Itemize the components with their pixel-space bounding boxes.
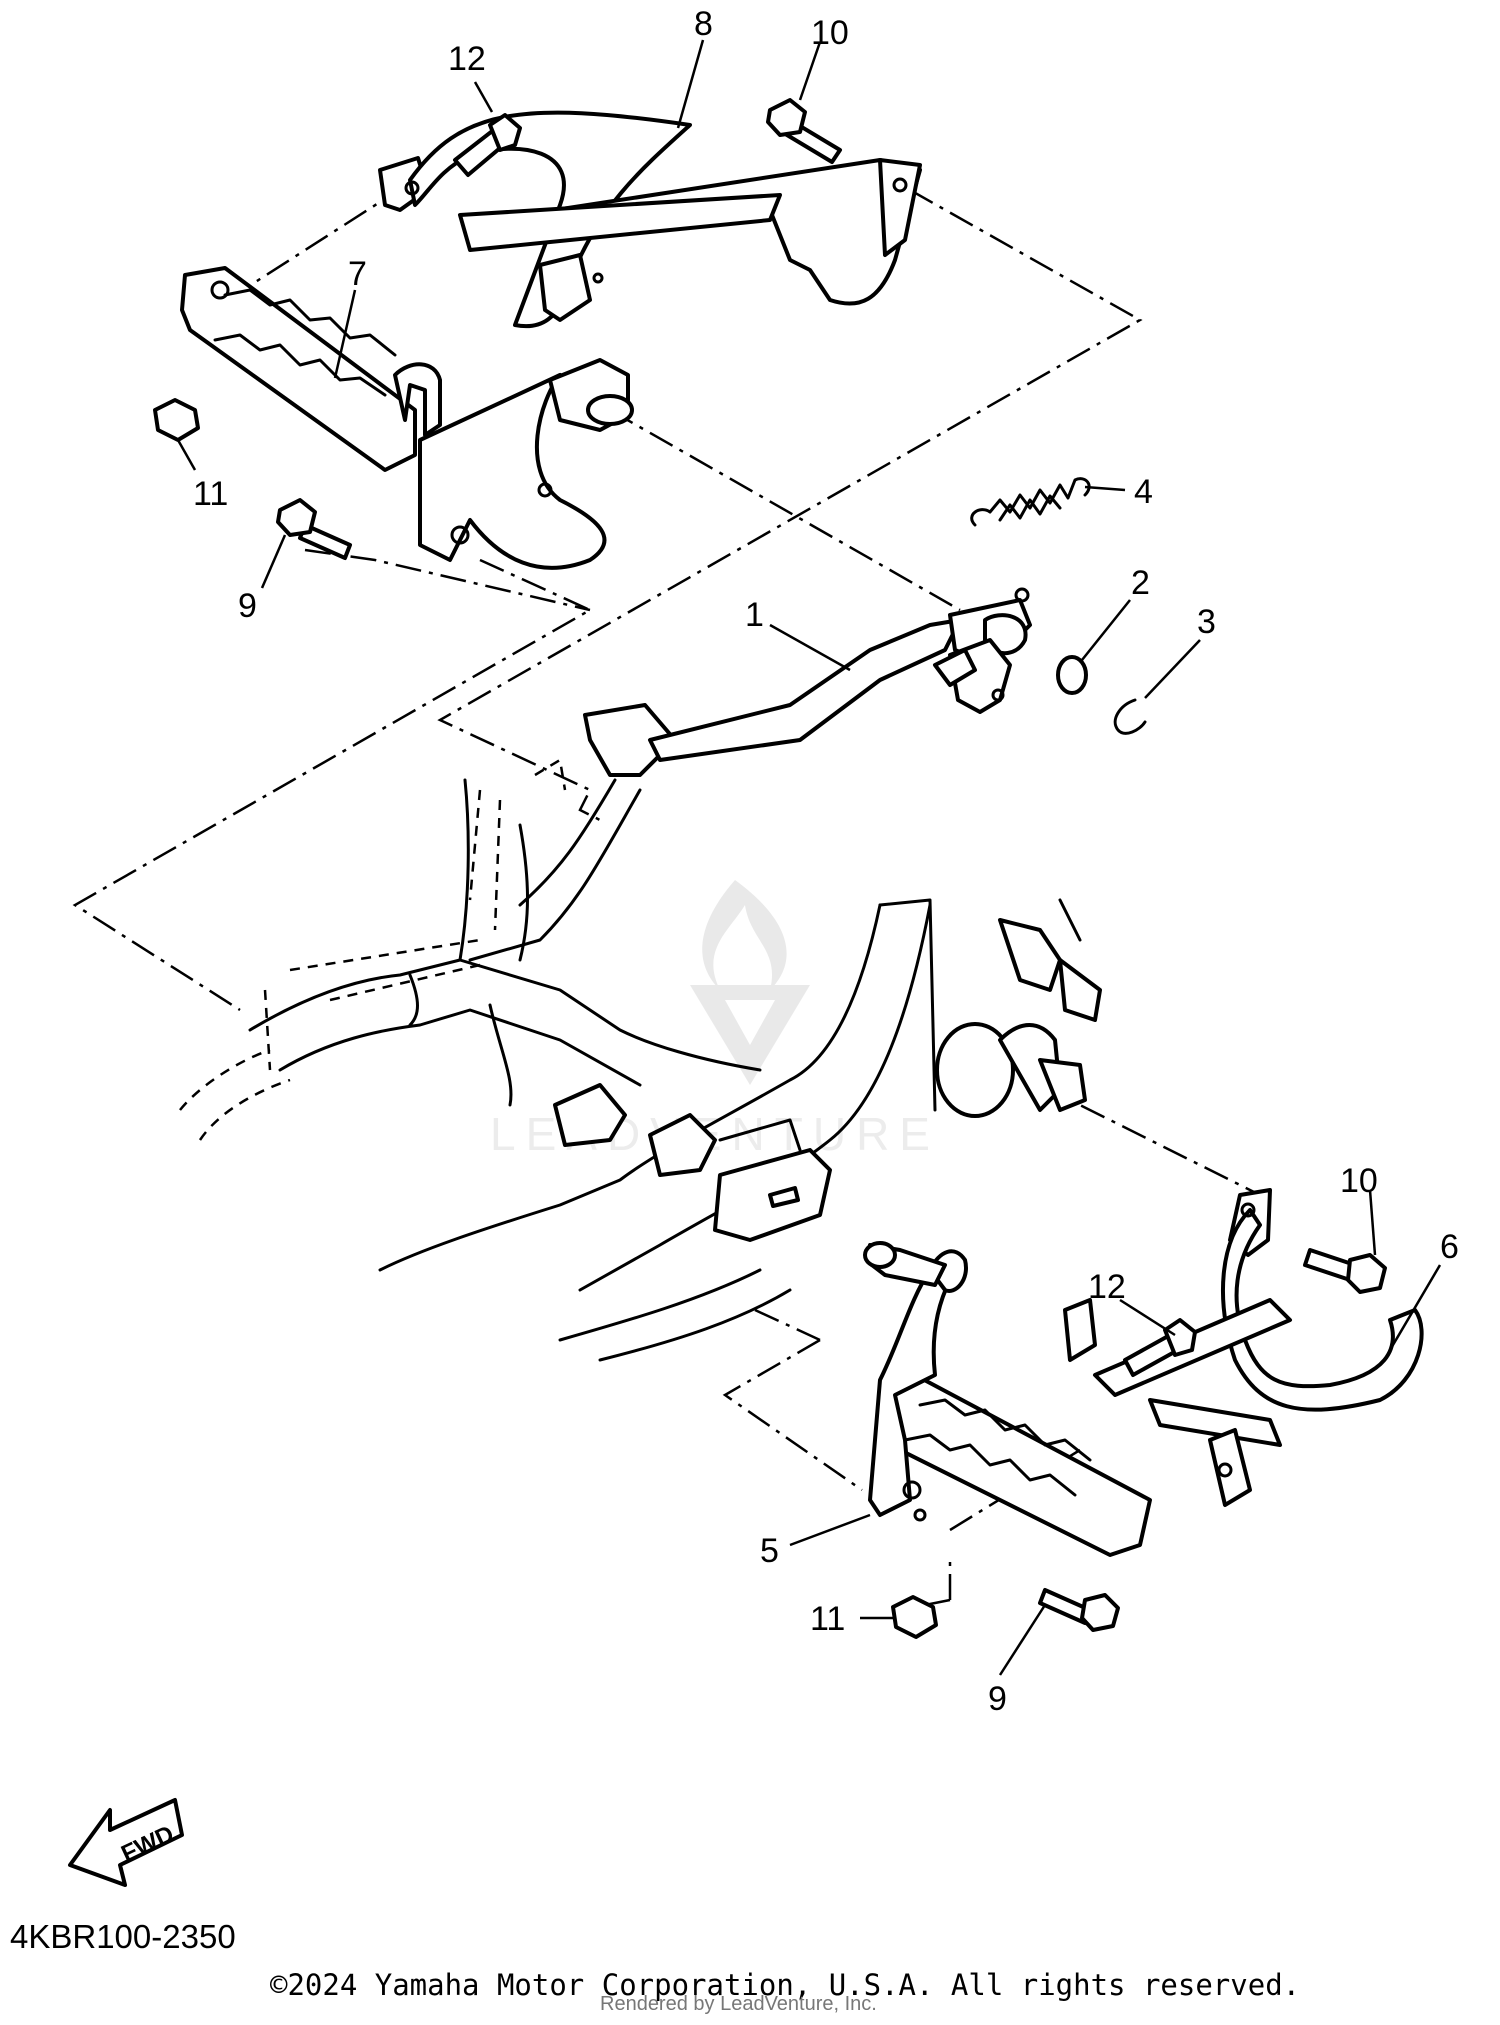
part-1-brake-pedal xyxy=(583,587,1032,777)
part-9-bolt-upper xyxy=(276,498,352,560)
callout-numbers: 12 8 10 7 11 9 4 2 3 1 10 12 6 5 11 9 xyxy=(193,5,1459,1718)
part-11-nut-lower xyxy=(891,1595,938,1639)
hidden-frame-lines xyxy=(179,757,567,1141)
flame-icon xyxy=(702,880,787,990)
rendered-by-notice: Rendered by LeadVenture, Inc. xyxy=(600,1993,877,2015)
callout-11-lower: 11 xyxy=(810,1600,845,1638)
part-9-bolt-lower xyxy=(1038,1588,1120,1632)
part-2-washer xyxy=(1056,655,1088,695)
callout-9-upper: 9 xyxy=(238,587,257,625)
callout-10-upper: 10 xyxy=(811,14,849,52)
frame xyxy=(248,778,1102,1362)
part-4-spring xyxy=(970,477,1091,527)
part-11-nut-upper xyxy=(153,398,200,442)
fwd-arrow-icon: FWD xyxy=(68,1798,184,1887)
callout-9-lower: 9 xyxy=(988,1680,1007,1718)
callout-1: 1 xyxy=(745,596,764,634)
callout-12-upper: 12 xyxy=(448,40,486,78)
assembly-lines xyxy=(72,184,1261,1607)
callout-4: 4 xyxy=(1134,473,1153,511)
callout-5: 5 xyxy=(760,1532,779,1570)
v-logo-icon xyxy=(690,985,810,1085)
drawing-code: 4KBR100-2350 xyxy=(10,1918,236,1955)
part-12-bolt-upper xyxy=(453,113,522,177)
part-12-bolt-lower xyxy=(1123,1318,1197,1377)
callout-8: 8 xyxy=(694,5,713,43)
callout-10-lower: 10 xyxy=(1340,1162,1378,1200)
callout-6: 6 xyxy=(1440,1228,1459,1266)
callout-7: 7 xyxy=(348,255,367,293)
part-5-footrest xyxy=(863,1241,1152,1557)
part-10-bolt-lower xyxy=(1303,1248,1387,1294)
callout-11-upper: 11 xyxy=(193,475,228,513)
callout-2: 2 xyxy=(1131,564,1150,602)
leader-lines xyxy=(176,39,1442,1676)
part-3-circlip xyxy=(1113,698,1147,735)
part-10-bolt-upper xyxy=(766,98,842,164)
part-6-bracket xyxy=(1063,1188,1424,1507)
callout-12-lower: 12 xyxy=(1088,1268,1126,1306)
copyright-notice: ©2024 Yamaha Motor Corporation, U.S.A. A… xyxy=(270,1968,1301,2002)
part-8-bracket xyxy=(378,110,922,329)
callout-3: 3 xyxy=(1197,603,1216,641)
part-7-footrest xyxy=(180,266,634,570)
